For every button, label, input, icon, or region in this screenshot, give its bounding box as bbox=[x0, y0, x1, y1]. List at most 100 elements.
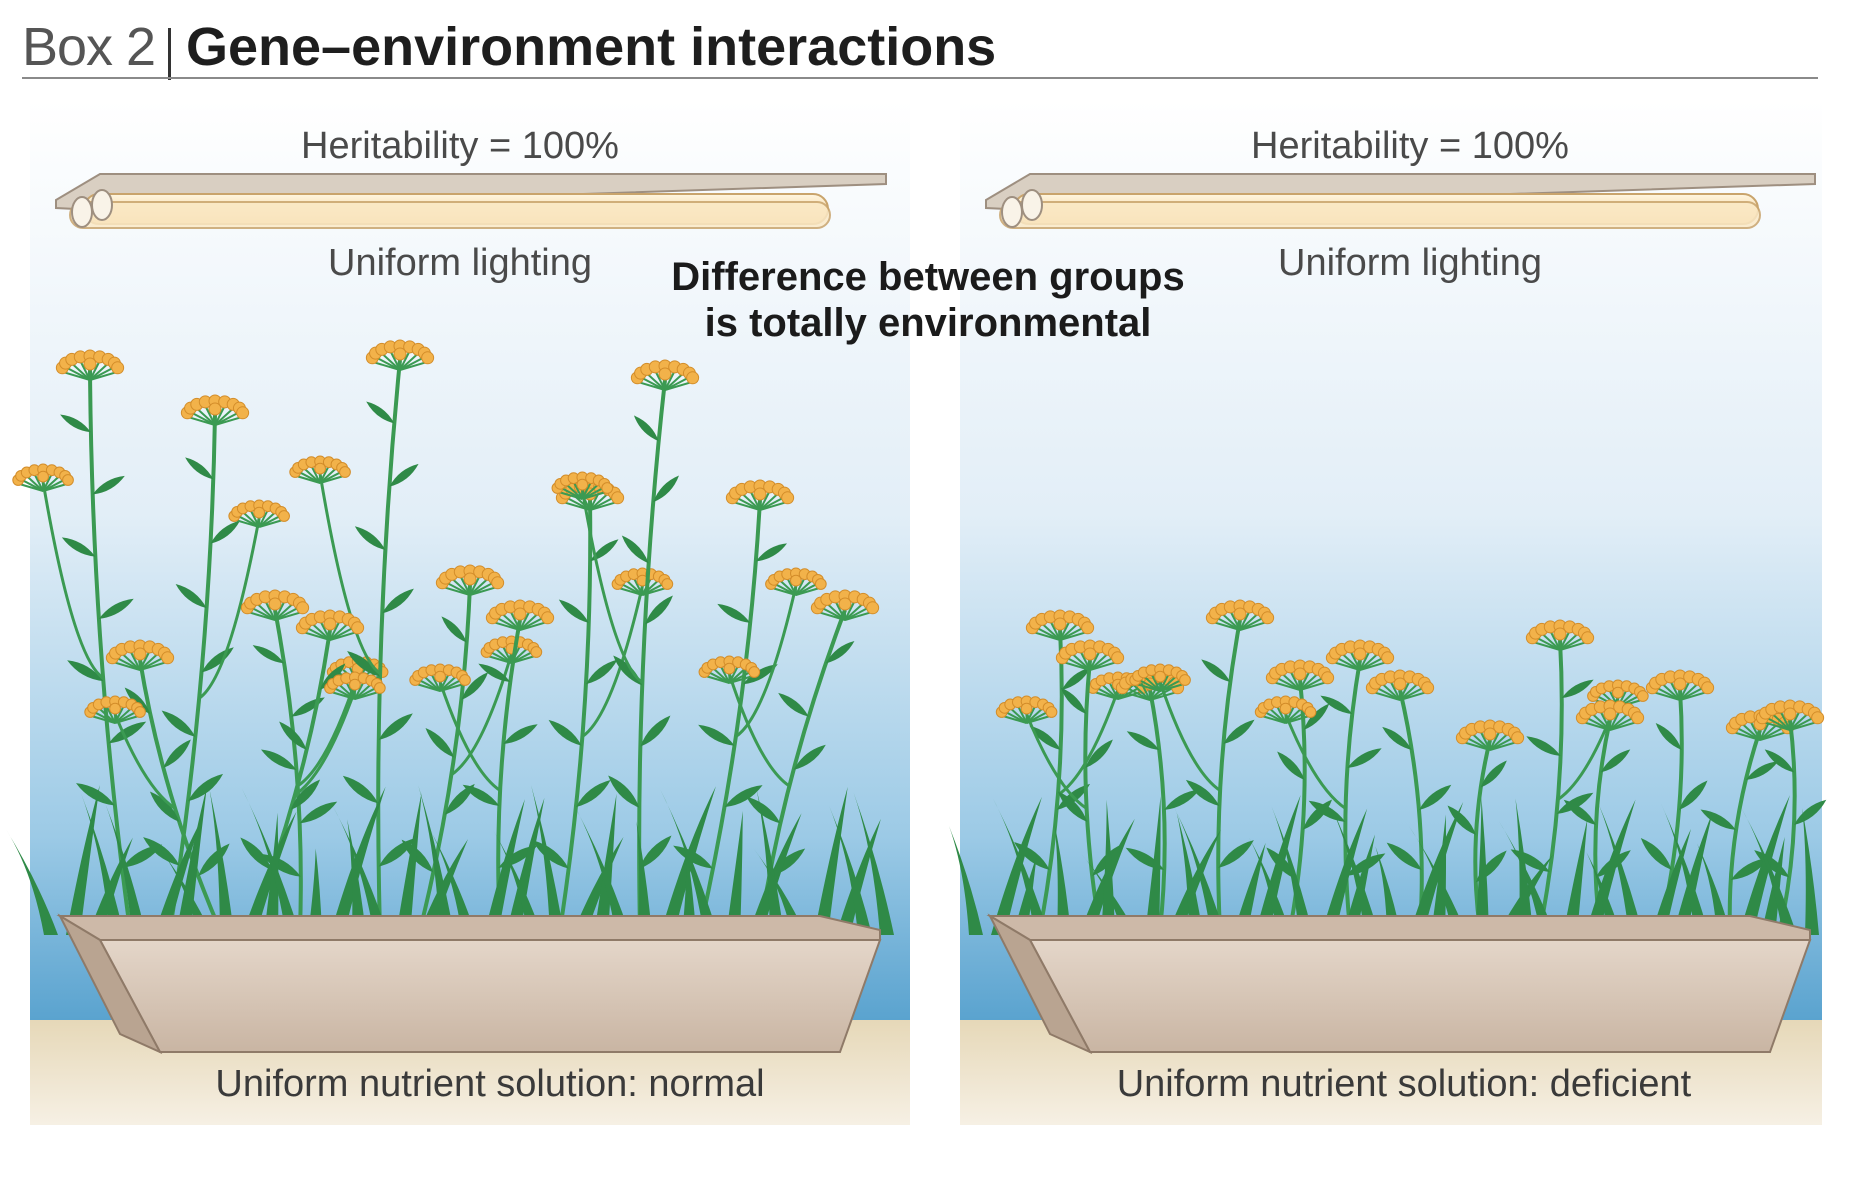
leaf-icon bbox=[210, 520, 241, 544]
leaf-icon bbox=[1386, 842, 1422, 870]
lamp-icon bbox=[55, 173, 887, 229]
leaf-icon bbox=[558, 599, 589, 623]
header-rule bbox=[22, 77, 1818, 79]
leaf-icon bbox=[76, 783, 115, 806]
leaf-icon bbox=[1655, 723, 1682, 750]
flower-icon bbox=[365, 339, 435, 371]
lamp-icon bbox=[985, 173, 1816, 229]
leaf-icon bbox=[67, 660, 104, 682]
flower-icon bbox=[1645, 669, 1715, 701]
leaf-icon bbox=[1556, 792, 1594, 814]
flower-icon bbox=[1025, 609, 1095, 641]
flower-icon bbox=[1129, 663, 1191, 692]
leaf-icon bbox=[290, 779, 321, 810]
leaf-icon bbox=[1347, 748, 1382, 768]
leaf-icon bbox=[633, 415, 659, 442]
leaf-icon bbox=[1563, 799, 1596, 825]
flower-icon bbox=[1254, 695, 1317, 724]
leaf-icon bbox=[1320, 695, 1353, 714]
leaf-icon bbox=[1308, 800, 1346, 822]
leaf-icon bbox=[1277, 751, 1305, 780]
plant-icon bbox=[1700, 709, 1795, 931]
leaf-icon bbox=[347, 650, 380, 677]
flower-icon bbox=[409, 663, 471, 692]
leaf-icon bbox=[1060, 687, 1087, 714]
panel-background bbox=[30, 100, 910, 1020]
leaf-icon bbox=[188, 773, 224, 802]
flower-icon bbox=[765, 567, 827, 596]
flower-icon bbox=[725, 479, 795, 511]
flower-icon bbox=[289, 455, 351, 484]
plant-group bbox=[949, 599, 1827, 935]
grass-leaves bbox=[6, 785, 894, 935]
flower-icon bbox=[698, 655, 761, 684]
figure-title: Gene–environment interactions bbox=[186, 17, 997, 77]
leaf-icon bbox=[1218, 840, 1254, 868]
leaf-icon bbox=[1201, 659, 1231, 682]
leaf-icon bbox=[1185, 779, 1220, 806]
leaf-icon bbox=[1419, 784, 1452, 810]
leaf-icon bbox=[645, 595, 673, 625]
plant-icon bbox=[1563, 699, 1645, 931]
leaf-icon bbox=[1382, 726, 1412, 750]
leaf-icon bbox=[1085, 739, 1113, 768]
flower-icon bbox=[55, 349, 125, 381]
flower-icon bbox=[1575, 699, 1645, 731]
caption-line-2: is totally environmental bbox=[704, 301, 1152, 345]
leaf-icon bbox=[503, 724, 538, 744]
heritability-label: Heritability = 100% bbox=[301, 125, 619, 167]
plant-icon bbox=[289, 339, 435, 931]
plant-icon bbox=[84, 639, 230, 931]
leaf-icon bbox=[98, 598, 134, 619]
leaf-icon bbox=[124, 687, 151, 714]
heritability-label: Heritability = 100% bbox=[1251, 125, 1569, 167]
leaf-icon bbox=[461, 672, 489, 700]
flower-icon bbox=[995, 695, 1058, 724]
flower-icon bbox=[810, 589, 880, 621]
leaf-icon bbox=[1764, 749, 1795, 773]
leaf-icon bbox=[793, 744, 826, 770]
center-caption: Difference between groups is totally env… bbox=[648, 254, 1208, 346]
nutrient-label: Uniform nutrient solution: deficient bbox=[1117, 1063, 1692, 1105]
leaf-icon bbox=[1061, 667, 1091, 690]
leaf-icon bbox=[1447, 805, 1476, 835]
plant-icon bbox=[12, 349, 163, 931]
leaf-icon bbox=[653, 475, 680, 503]
plant-icon bbox=[143, 394, 290, 931]
plant-icon bbox=[673, 479, 827, 931]
leaf-icon bbox=[755, 543, 788, 562]
leaf-icon bbox=[1700, 809, 1736, 830]
leaf-icon bbox=[122, 844, 163, 868]
flower-icon bbox=[1365, 669, 1435, 701]
leaf-icon bbox=[161, 710, 196, 737]
leaf-icon bbox=[1480, 760, 1507, 788]
leaf-icon bbox=[532, 840, 569, 869]
leaf-icon bbox=[1057, 791, 1088, 822]
leaf-icon bbox=[60, 414, 91, 433]
flower-icon bbox=[485, 599, 555, 631]
plant-icon bbox=[551, 359, 700, 931]
leaf-icon bbox=[575, 780, 611, 808]
grass-leaves bbox=[949, 795, 1819, 935]
figure-header: Box 2 Gene–environment interactions bbox=[22, 10, 1822, 80]
leaf-icon bbox=[163, 739, 191, 768]
flower-icon bbox=[435, 564, 505, 596]
leaf-icon bbox=[778, 692, 809, 717]
leaf-icon bbox=[252, 645, 285, 664]
leaf-icon bbox=[613, 655, 643, 686]
leaf-icon bbox=[746, 796, 781, 824]
flower-icon bbox=[240, 589, 310, 621]
leaf-icon bbox=[1794, 799, 1827, 825]
leaf-icon bbox=[198, 843, 230, 876]
leaf-icon bbox=[425, 728, 454, 758]
panel-normal: Heritability = 100% Uniform lighting Uni… bbox=[6, 100, 910, 1125]
leaf-icon bbox=[240, 837, 272, 870]
leaf-icon bbox=[92, 475, 125, 495]
flower-icon bbox=[1325, 639, 1395, 671]
leaf-icon bbox=[585, 659, 618, 685]
leaf-icon bbox=[621, 535, 649, 564]
plant-icon bbox=[1510, 619, 1649, 931]
flower-icon bbox=[180, 394, 250, 426]
caption-line-1: Difference between groups bbox=[671, 255, 1185, 299]
